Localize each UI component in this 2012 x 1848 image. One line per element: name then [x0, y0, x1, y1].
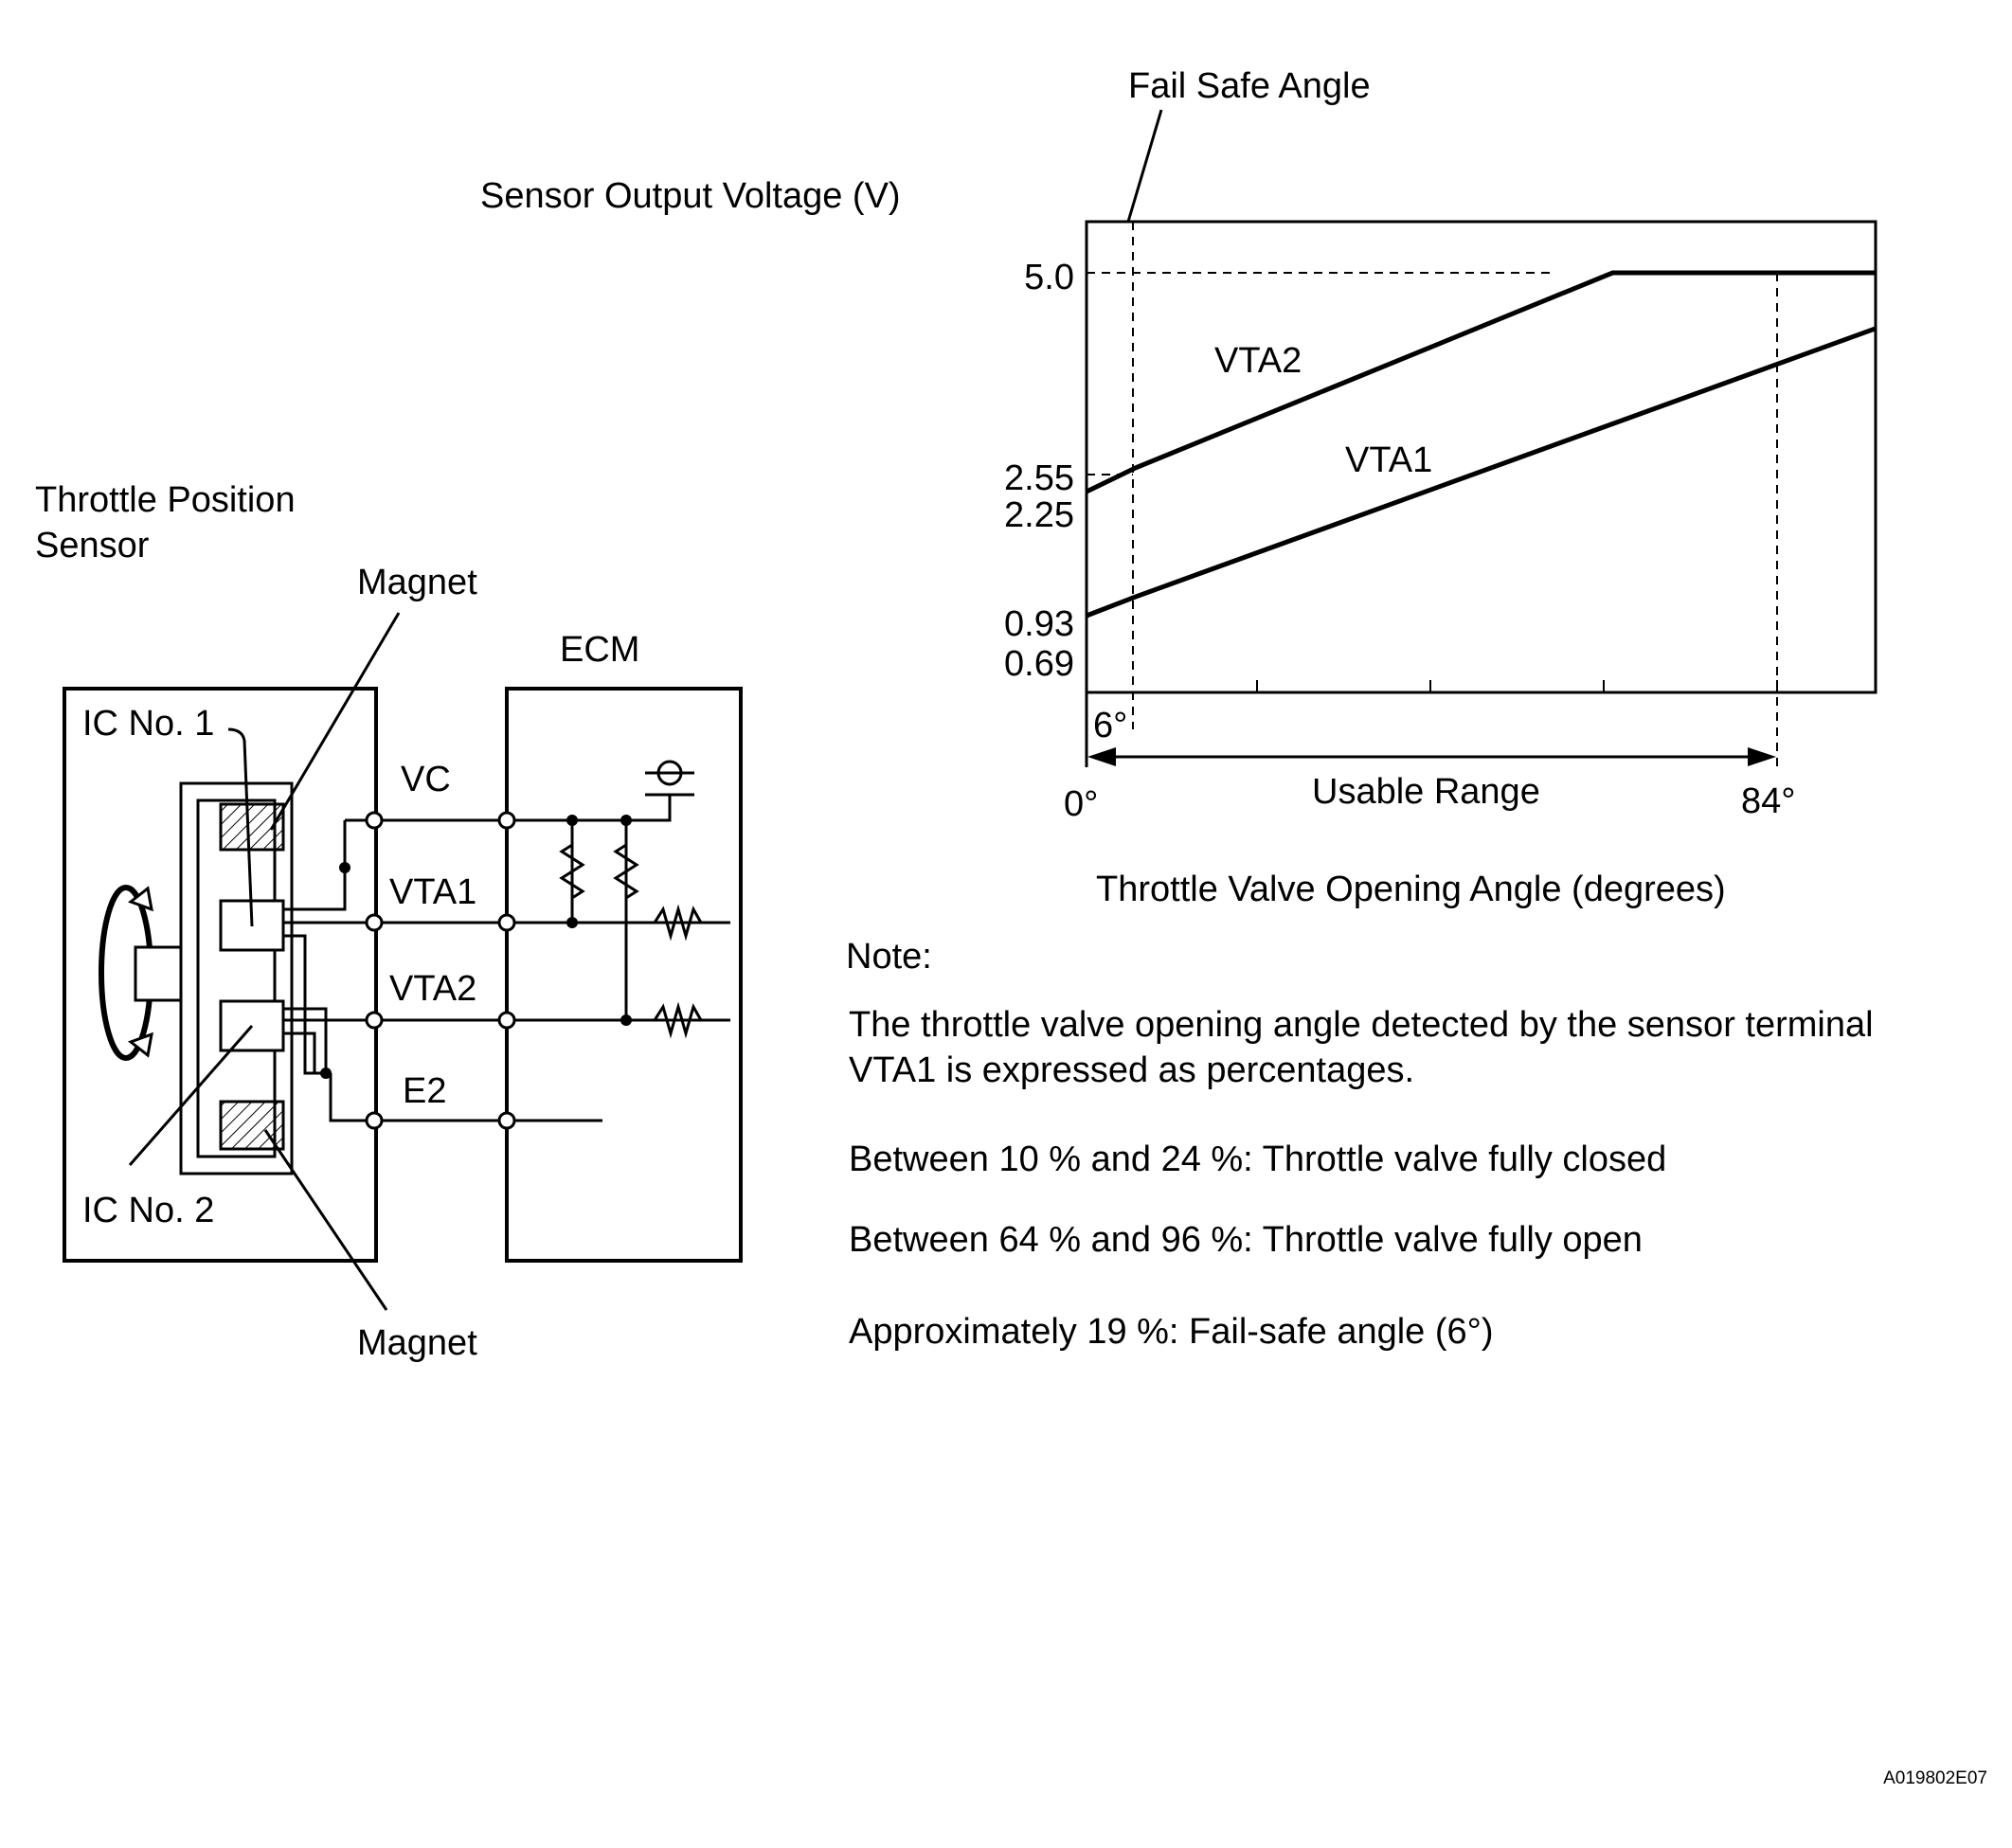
- terminal-label-vta1: VTA1: [389, 872, 476, 912]
- usable-range-label: Usable Range: [1312, 772, 1540, 812]
- throttle-position-sensor: Throttle Position Sensor Magnet Magnet I…: [35, 480, 477, 1363]
- magnet-top-leader: [269, 612, 401, 831]
- y-tick-label-0-93: 0.93: [1004, 604, 1074, 644]
- y-tick-label-5-0: 5.0: [1024, 258, 1074, 297]
- note-fully-open: Between 64 % and 96 %: Throttle valve fu…: [849, 1220, 1643, 1260]
- note-fully-closed: Between 10 % and 24 %: Throttle valve fu…: [849, 1139, 1667, 1179]
- junction-dot: [566, 815, 578, 826]
- x-tick-label-0: 0°: [1064, 784, 1098, 824]
- ecm-block: ECM: [505, 630, 743, 1263]
- sensor-title-line2: Sensor: [35, 526, 150, 565]
- x-tick-label-84: 84°: [1741, 781, 1795, 821]
- junction-dot: [620, 815, 632, 826]
- sensor-housing: [63, 687, 378, 1263]
- y-tick-label-2-55: 2.55: [1004, 458, 1074, 498]
- voltage-chart: Sensor Output Voltage (V) Fail Safe Angl…: [480, 66, 1877, 909]
- figure-id: A019802E07: [1883, 1768, 1987, 1788]
- terminal-wires: VC VTA1 VTA2 E2: [374, 760, 730, 1122]
- ic1-label: IC No. 1: [82, 704, 214, 744]
- magnet-bottom-label: Magnet: [357, 1323, 477, 1363]
- series-label-vta2: VTA2: [1214, 341, 1302, 381]
- note-fail-safe: Approximately 19 %: Fail-safe angle (6°): [849, 1312, 1494, 1352]
- junction-dot: [339, 862, 350, 873]
- ic2-leader: [128, 1025, 254, 1166]
- arrow-right-icon: [1748, 747, 1776, 766]
- junction-dot: [320, 1068, 332, 1079]
- sensor-title-line1: Throttle Position: [35, 480, 296, 520]
- junction-dot: [620, 1014, 632, 1026]
- chart-frame: [1085, 220, 1877, 694]
- connector-terminals: [365, 811, 516, 1130]
- y-tick-label-2-25: 2.25: [1004, 495, 1074, 535]
- ic1-leader: [227, 727, 254, 927]
- series-line-vta1: [1086, 326, 1877, 619]
- terminal-label-vc: VC: [401, 760, 451, 799]
- magnet-bottom-leader: [263, 1129, 388, 1311]
- note-heading: Note:: [846, 937, 932, 977]
- fail-safe-annotation: Fail Safe Angle: [1128, 66, 1371, 106]
- chart-x-axis-title: Throttle Valve Opening Angle (degrees): [1096, 870, 1726, 909]
- ecm-title: ECM: [560, 630, 639, 670]
- series-line-vta2: [1085, 270, 1876, 494]
- arrow-left-icon: [1087, 747, 1116, 766]
- rotation-arrows-icon: [99, 885, 183, 1061]
- note-line-1: The throttle valve opening angle detecte…: [849, 1005, 1874, 1045]
- sensor-inner-frame: [196, 798, 277, 1158]
- series-label-vta1: VTA1: [1345, 440, 1432, 480]
- x-tick-label-6: 6°: [1093, 706, 1127, 745]
- fail-safe-leader: [1126, 109, 1163, 223]
- magnet-top-label: Magnet: [357, 563, 477, 602]
- y-tick-label-0-69: 0.69: [1004, 644, 1074, 684]
- sensor-wiring: [283, 818, 374, 1122]
- ecm-wiring: [559, 793, 730, 1039]
- junction-dot: [566, 917, 578, 928]
- terminal-label-e2: E2: [403, 1071, 446, 1111]
- note-line-2: VTA1 is expressed as percentages.: [849, 1050, 1415, 1090]
- ecm-box: [505, 687, 743, 1263]
- terminal-label-vta2: VTA2: [389, 969, 476, 1009]
- ic2-label: IC No. 2: [82, 1191, 214, 1230]
- chart-y-axis-title: Sensor Output Voltage (V): [480, 176, 901, 216]
